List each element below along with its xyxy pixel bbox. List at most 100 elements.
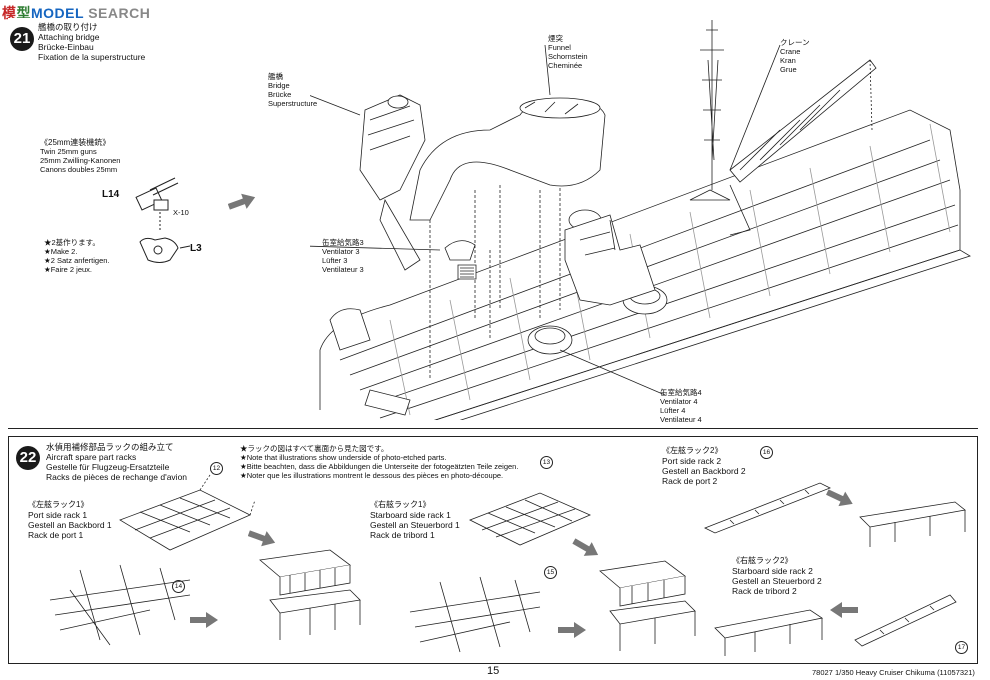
bridge-de: Brücke xyxy=(268,90,292,99)
guns-en: Twin 25mm guns xyxy=(40,147,97,156)
watermark-part1: 模 xyxy=(2,5,17,21)
crane-fr: Grue xyxy=(780,65,797,74)
crane-de: Kran xyxy=(780,56,796,65)
arrow-stbd1-to-assembled xyxy=(572,538,599,556)
twin-gun-drawing xyxy=(120,170,200,280)
make-de: ★2 Satz anfertigen. xyxy=(44,256,110,265)
vent4-jp: 缶室給気路4 xyxy=(660,388,702,397)
port2-en: Port side rack 2 xyxy=(662,456,722,466)
callout-17: 17 xyxy=(955,641,968,654)
guns-de: 25mm Zwilling-Kanonen xyxy=(40,156,121,165)
callout-12: 12 xyxy=(210,462,223,475)
crane-label: クレーン Crane Kran Grue xyxy=(780,38,810,74)
stbd1-label: 《右舷ラック1》 Starboard side rack 1 Gestell a… xyxy=(370,500,460,540)
vent3-jp: 缶室給気路3 xyxy=(322,238,364,247)
arrow-port1-to-assembled xyxy=(248,530,276,547)
port2-fr: Rack de port 2 xyxy=(662,476,718,486)
stbd-rack2-drawing xyxy=(850,580,960,650)
arrow-port2 xyxy=(826,489,853,507)
part-l14: L14 xyxy=(102,189,120,200)
note-de: ★Bitte beachten, dass die Abbildungen di… xyxy=(240,462,519,471)
stbd-rack1-assembled-drawing xyxy=(590,556,700,651)
port-rack2-drawing xyxy=(700,468,850,538)
vent4-fr: Ventilateur 4 xyxy=(660,415,702,424)
watermark-part2: 型 xyxy=(16,5,31,21)
stbd-rack1-flat-drawing xyxy=(460,475,600,555)
stbd1-en: Starboard side rack 1 xyxy=(370,510,451,520)
callout-15: 15 xyxy=(544,566,557,579)
step22-number: 22 xyxy=(16,446,40,470)
step21-title-fr: Fixation de la superstructure xyxy=(38,52,146,62)
port-rack2-assembled-drawing xyxy=(855,492,975,547)
stbd2-en: Starboard side rack 2 xyxy=(732,566,813,576)
step21-title-en: Attaching bridge xyxy=(38,32,100,42)
port-rack1-assembled-drawing xyxy=(250,545,370,640)
guns-jp: 《25mm連装機銃》 xyxy=(40,138,111,147)
port1-de: Gestell an Backbord 1 xyxy=(28,520,112,530)
part-x10: X-10 xyxy=(173,208,189,217)
footer-text: 78027 1/350 Heavy Cruiser Chikuma (11057… xyxy=(812,668,975,677)
stbd1-jp: 《右舷ラック1》 xyxy=(370,500,431,509)
stbd2-fr: Rack de tribord 2 xyxy=(732,586,797,596)
step22-title: 水偵用補修部品ラックの組み立て Aircraft spare part rack… xyxy=(46,442,187,482)
port1-jp: 《左舷ラック1》 xyxy=(28,500,89,509)
step21-title-de: Brücke-Einbau xyxy=(38,42,94,52)
step21-arrow xyxy=(228,193,256,210)
step21-title-jp: 艦橋の取り付け xyxy=(38,22,98,32)
bridge-label: 艦橋 Bridge Brücke Superstructure xyxy=(268,72,317,108)
arrow-port1-frame xyxy=(190,612,218,628)
funnel-jp: 煙突 xyxy=(548,34,563,43)
watermark-part3: MODEL xyxy=(31,5,84,21)
step22-title-en: Aircraft spare part racks xyxy=(46,452,137,462)
callout-14: 14 xyxy=(172,580,185,593)
stbd-rack2-assembled-drawing xyxy=(710,598,830,656)
crane-en: Crane xyxy=(780,47,801,56)
stbd1-fr: Rack de tribord 1 xyxy=(370,530,435,540)
bridge-en: Bridge xyxy=(268,81,290,90)
guns-fr: Canons doubles 25mm xyxy=(40,165,118,174)
part-l3: L3 xyxy=(190,243,202,254)
funnel-fr: Cheminée xyxy=(548,61,583,70)
note-en: ★Note that illustrations show underside … xyxy=(240,453,447,462)
step21-title: 艦橋の取り付け Attaching bridge Brücke-Einbau F… xyxy=(38,22,145,62)
vent3-fr: Ventilateur 3 xyxy=(322,265,364,274)
make-two-note: ★2基作ります。 ★Make 2. ★2 Satz anfertigen. ★F… xyxy=(44,238,110,274)
make-jp: ★2基作ります。 xyxy=(44,238,100,247)
port2-label: 《左舷ラック2》 Port side rack 2 Gestell an Bac… xyxy=(662,446,746,486)
step22-title-jp: 水偵用補修部品ラックの組み立て xyxy=(46,442,174,452)
port2-de: Gestell an Backbord 2 xyxy=(662,466,746,476)
stbd2-jp: 《右舷ラック2》 xyxy=(732,556,793,565)
step22-note: ★ラックの図はすべて裏面から見た図です。 ★Note that illustra… xyxy=(240,444,518,480)
callout-13: 13 xyxy=(540,456,553,469)
step22-title-de: Gestelle für Flugzeug-Ersatzteile xyxy=(46,462,170,472)
vent3-de: Lüfter 3 xyxy=(322,256,348,265)
note-jp: ★ラックの図はすべて裏面から見た図です。 xyxy=(240,444,389,453)
port-rack1-flat-drawing xyxy=(110,470,260,560)
vent3-en: Ventilator 3 xyxy=(322,247,360,256)
vent4-en: Ventilator 4 xyxy=(660,397,698,406)
stbd2-de: Gestell an Steuerbord 2 xyxy=(732,576,822,586)
funnel-de: Schornstein xyxy=(548,52,588,61)
port1-label: 《左舷ラック1》 Port side rack 1 Gestell an Bac… xyxy=(28,500,112,540)
port-rack1-frame-drawing xyxy=(40,560,200,650)
callout-16: 16 xyxy=(760,446,773,459)
step22-title-fr: Racks de pièces de rechange d'avion xyxy=(46,472,188,482)
page-number: 15 xyxy=(487,665,500,677)
port2-jp: 《左舷ラック2》 xyxy=(662,446,723,455)
crane-jp: クレーン xyxy=(780,38,810,47)
stbd1-de: Gestell an Steuerbord 1 xyxy=(370,520,460,530)
stbd-rack1-frame-drawing xyxy=(400,572,550,662)
port1-en: Port side rack 1 xyxy=(28,510,88,520)
arrow-stbd1-frame xyxy=(558,622,586,638)
funnel-label: 煙突 Funnel Schornstein Cheminée xyxy=(548,34,588,70)
step21-number: 21 xyxy=(10,27,34,51)
make-fr: ★Faire 2 jeux. xyxy=(44,265,92,274)
bridge-jp: 艦橋 xyxy=(268,72,283,81)
stbd2-label: 《右舷ラック2》 Starboard side rack 2 Gestell a… xyxy=(732,556,822,596)
funnel-en: Funnel xyxy=(548,43,571,52)
guns-label: 《25mm連装機銃》 Twin 25mm guns 25mm Zwilling-… xyxy=(40,138,120,174)
vent4-de: Lüfter 4 xyxy=(660,406,686,415)
port1-fr: Rack de port 1 xyxy=(28,530,84,540)
watermark: 模型MODEL SEARCH xyxy=(2,3,150,23)
vent3-label: 缶室給気路3 Ventilator 3 Lüfter 3 Ventilateur… xyxy=(322,238,364,274)
